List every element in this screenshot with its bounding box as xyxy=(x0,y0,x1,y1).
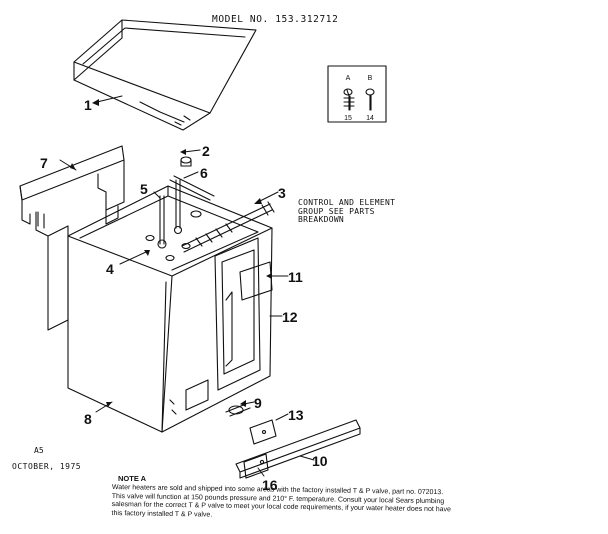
callout-10: 10 xyxy=(312,453,328,469)
small-panel xyxy=(249,419,277,445)
inset-number-14: 14 xyxy=(366,115,374,122)
callout-9: 9 xyxy=(254,395,262,411)
callout-8: 8 xyxy=(84,411,92,427)
inset-box xyxy=(327,65,387,123)
element-rod xyxy=(181,201,275,253)
top-cover xyxy=(73,19,257,131)
callout-16: 16 xyxy=(262,477,278,493)
callout-1: 1 xyxy=(84,97,92,113)
callout-6: 6 xyxy=(200,165,208,181)
note-body: Water heaters are sold and shipped into … xyxy=(111,484,451,519)
callout-12: 12 xyxy=(282,309,298,325)
callout-11: 11 xyxy=(288,269,303,285)
bar-bracket xyxy=(235,419,361,479)
callout-3: 3 xyxy=(278,185,286,201)
inset-number-15: 15 xyxy=(344,115,352,122)
plug xyxy=(180,156,192,167)
callout-4: 4 xyxy=(106,261,114,277)
note-title: NOTE A xyxy=(118,474,147,483)
cabinet-body xyxy=(67,185,273,433)
screw-clip xyxy=(225,403,251,417)
control-element-note: CONTROL AND ELEMENT GROUP SEE PARTS BREA… xyxy=(298,198,396,224)
leader-lines xyxy=(59,95,315,477)
access-plate xyxy=(239,261,273,301)
callout-2: 2 xyxy=(202,143,210,159)
rods xyxy=(145,175,215,262)
inset-label-a: A xyxy=(346,75,351,82)
inset-label-b: B xyxy=(368,75,373,82)
callout-7: 7 xyxy=(40,155,48,171)
revision-code: A5 xyxy=(34,446,44,455)
callout-5: 5 xyxy=(140,181,148,197)
callout-13: 13 xyxy=(288,407,304,423)
model-number-label: MODEL NO. 153.312712 xyxy=(212,14,339,25)
revision-date: OCTOBER, 1975 xyxy=(12,462,82,471)
